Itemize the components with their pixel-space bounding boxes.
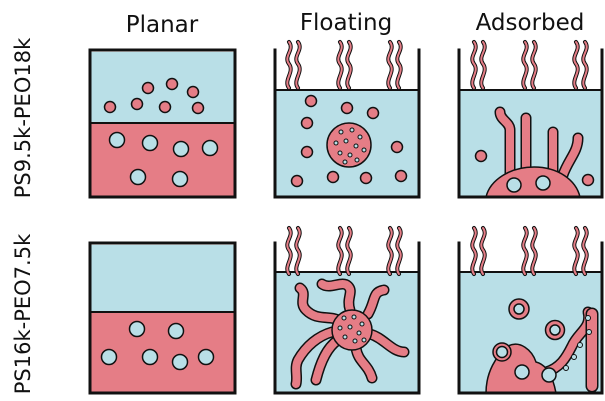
column-title-planar: Planar xyxy=(126,12,199,38)
panel-adsorbed-row1 xyxy=(459,42,602,197)
panel-floating-row1 xyxy=(275,42,419,197)
panel-adsorbed-row2 xyxy=(459,228,602,393)
column-title-adsorbed: Adsorbed xyxy=(476,10,585,36)
panel-planar-row2 xyxy=(90,243,235,393)
row-title-ps16k-peo75k: PS16k-PEO7.5k xyxy=(11,233,35,394)
column-title-floating: Floating xyxy=(300,10,392,36)
panel-planar-row1 xyxy=(90,50,235,197)
row-title-ps95k-peo18k: PS9.5k-PEO18k xyxy=(11,37,35,198)
panel-floating-row2 xyxy=(275,228,419,393)
